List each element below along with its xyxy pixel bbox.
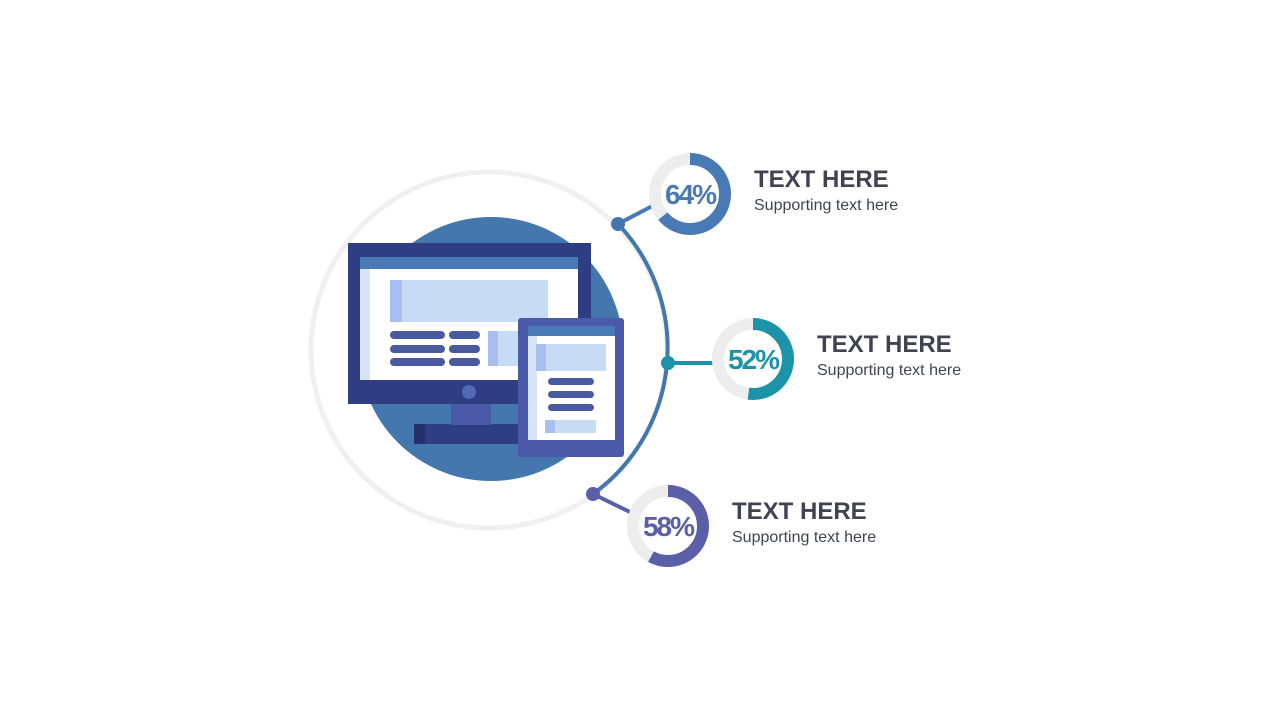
donut-3-arc (627, 485, 709, 567)
item-3-title: TEXT HERE (732, 498, 867, 525)
donut-2-percent: 52% (728, 344, 780, 375)
item-1-title: TEXT HERE (754, 166, 889, 193)
donut-2: 52% (712, 318, 794, 400)
connector-dot-2 (661, 356, 675, 370)
tablet-icon (518, 318, 624, 457)
donut-1: 64% (649, 153, 731, 235)
item-3-text: TEXT HERE Supporting text here (732, 498, 1052, 548)
donut-3: 58% (627, 485, 709, 567)
donut-1-percent: 64% (665, 179, 717, 210)
donut-1-arc (649, 153, 731, 235)
donut-3-percent: 58% (643, 511, 695, 542)
item-3-subtitle: Supporting text here (732, 529, 877, 546)
item-2-subtitle: Supporting text here (817, 362, 962, 379)
item-1-subtitle: Supporting text here (754, 197, 899, 214)
connector-dot-3 (586, 487, 600, 501)
connector-dot-1 (611, 217, 625, 231)
item-2-title: TEXT HERE (817, 331, 952, 358)
item-1-text: TEXT HERE Supporting text here (754, 166, 1074, 216)
item-2-text: TEXT HERE Supporting text here (817, 331, 1137, 381)
donut-2-arc (712, 318, 794, 400)
connector-line-3 (592, 492, 635, 516)
